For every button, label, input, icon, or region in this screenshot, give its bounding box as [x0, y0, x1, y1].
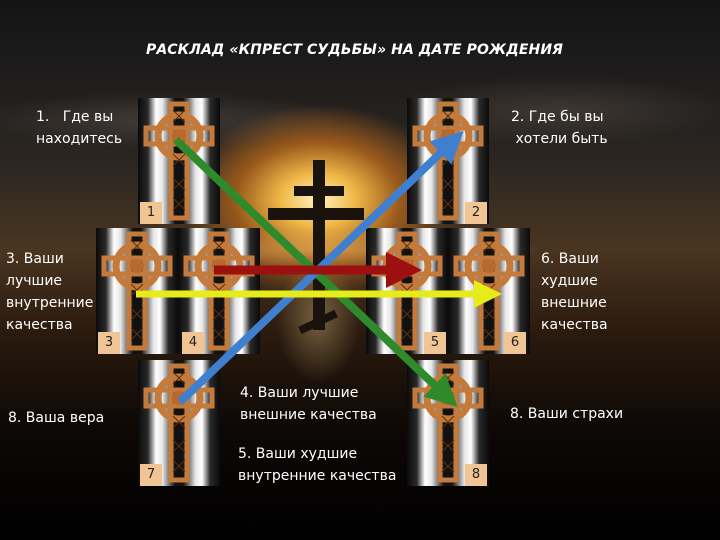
label-position-1: 1. Где вы находитесь	[36, 109, 123, 147]
card-number-badge: 4	[182, 332, 204, 354]
label-position-3: 3. Ваши лучшие внутренние качества	[6, 251, 94, 333]
card-1: 1	[138, 98, 220, 224]
label-position-2: 2. Где бы вы хотели быть	[511, 109, 608, 147]
card-number-badge: 7	[140, 464, 162, 486]
label-position-5: 5. Ваши худшие внутренние качества	[238, 446, 397, 484]
label-position-4: 4. Ваши лучшие внешние качества	[240, 385, 377, 423]
label-position-6: 6. Ваши худшие внешние качества	[541, 251, 608, 333]
card-number-badge: 1	[140, 202, 162, 224]
card-number-badge: 8	[465, 464, 487, 486]
card-number-badge: 5	[424, 332, 446, 354]
card-number-badge: 3	[98, 332, 120, 354]
label-position-7: 8. Ваша вера	[8, 410, 105, 426]
card-number-badge: 2	[465, 202, 487, 224]
label-position-8: 8. Ваши страхи	[510, 406, 624, 422]
card-number-badge: 6	[504, 332, 526, 354]
page-title: РАСКЛАД «КПРЕСТ СУДЬБЫ» НА ДАТЕ РОЖДЕНИЯ	[146, 42, 564, 58]
celtic-cross-icon	[143, 101, 215, 221]
celtic-cross-icon	[101, 231, 173, 351]
